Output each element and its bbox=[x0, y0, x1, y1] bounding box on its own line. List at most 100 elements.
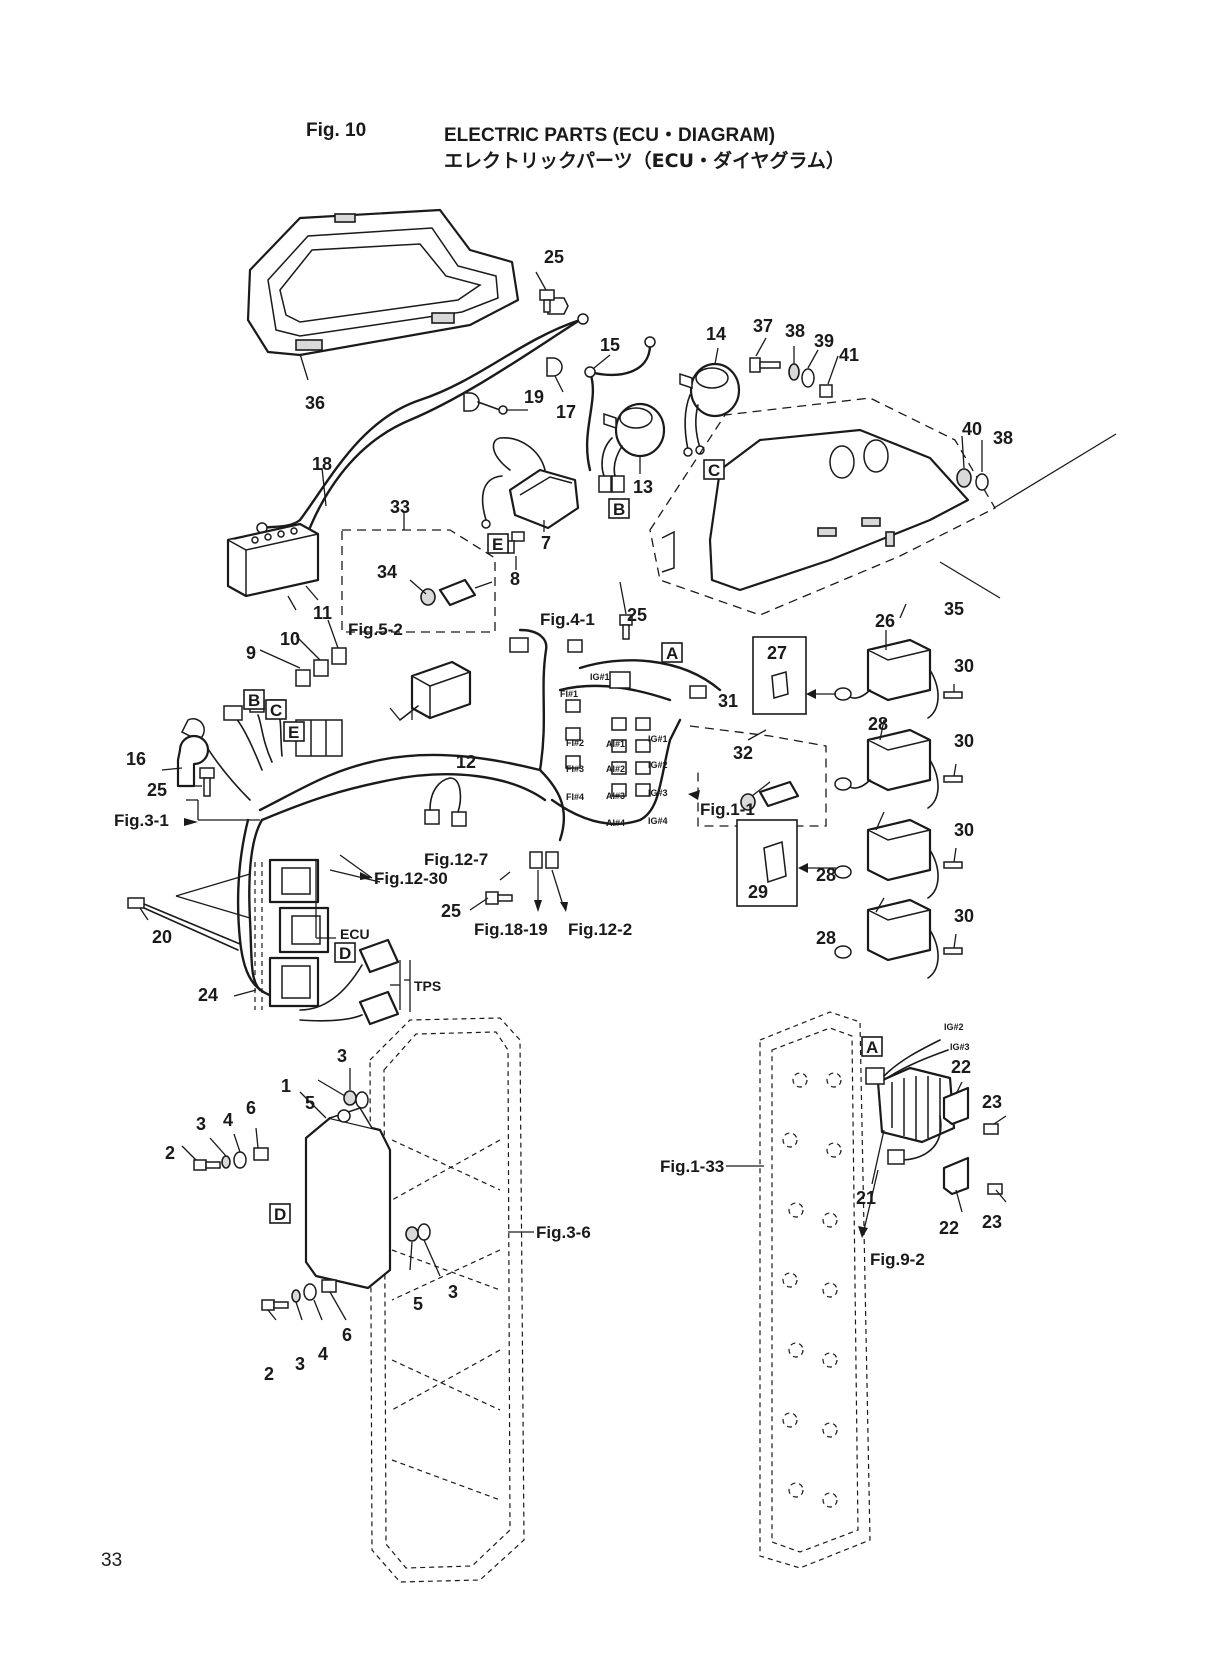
part-20-tie bbox=[127, 897, 241, 951]
letter-e-top: E bbox=[492, 535, 503, 554]
letter-d-bottom: D bbox=[274, 1205, 286, 1224]
letter-a-bottom: A bbox=[866, 1038, 878, 1057]
label-22-top: 22 bbox=[951, 1057, 971, 1077]
letter-d-ecu: D bbox=[339, 944, 351, 963]
part-25-bolt-top bbox=[539, 289, 555, 313]
label-6-top: 6 bbox=[246, 1098, 256, 1118]
label-30-a: 30 bbox=[954, 656, 974, 676]
ecu-connectors bbox=[254, 858, 400, 1026]
title-japanese: エレクトリックパーツ（ECU・ダイヤグラム） bbox=[444, 150, 845, 172]
label-5-top: 5 bbox=[305, 1093, 315, 1113]
label-15: 15 bbox=[600, 335, 620, 355]
tag-fi3: FI#3 bbox=[566, 764, 584, 774]
ref-fig12-2: Fig.12-2 bbox=[568, 920, 632, 939]
wire-tags: FI#1 FI#2 FI#3 FI#4 AI#1 AI#2 AI#3 AI#4 … bbox=[560, 672, 970, 1052]
parts-37-41-fasteners bbox=[749, 357, 989, 491]
letter-a-top: A bbox=[666, 644, 678, 663]
tag-fi2: FI#2 bbox=[566, 738, 584, 748]
part-31-group bbox=[689, 725, 827, 827]
label-23-bottom: 23 bbox=[982, 1212, 1002, 1232]
label-17: 17 bbox=[556, 402, 576, 422]
tag-ai4: AI#4 bbox=[606, 818, 625, 828]
part-13-relay bbox=[598, 402, 666, 493]
ignition-coils bbox=[834, 638, 963, 979]
label-10: 10 bbox=[280, 629, 300, 649]
ref-fig12-30: Fig.12-30 bbox=[374, 869, 448, 888]
label-30-c: 30 bbox=[954, 820, 974, 840]
label-tps: TPS bbox=[414, 978, 441, 994]
part-35-bracket bbox=[649, 397, 996, 616]
label-9: 9 bbox=[246, 643, 256, 663]
label-5-bottom: 5 bbox=[413, 1294, 423, 1314]
figure-number: Fig. 10 bbox=[306, 120, 367, 141]
label-16: 16 bbox=[126, 749, 146, 769]
part-33-group bbox=[341, 529, 496, 633]
title-english: ELECTRIC PARTS (ECU・DIAGRAM) bbox=[444, 125, 776, 146]
lower-left-block bbox=[193, 1017, 525, 1583]
label-23-top: 23 bbox=[982, 1092, 1002, 1112]
label-21: 21 bbox=[856, 1188, 876, 1208]
part-17-terminal bbox=[546, 357, 563, 377]
tag-fi1: FI#1 bbox=[560, 689, 578, 699]
part-19-terminal bbox=[463, 392, 508, 415]
letter-e-left: E bbox=[288, 723, 299, 742]
tag-ig3-right: IG#3 bbox=[950, 1042, 970, 1052]
label-14: 14 bbox=[706, 324, 726, 344]
letter-c-left: C bbox=[270, 701, 282, 720]
label-41: 41 bbox=[839, 345, 859, 365]
tag-ai3: AI#3 bbox=[606, 791, 625, 801]
label-36: 36 bbox=[305, 393, 325, 413]
main-harness bbox=[180, 628, 722, 1002]
label-35: 35 bbox=[944, 599, 964, 619]
label-26: 26 bbox=[875, 611, 895, 631]
part-8-bolt bbox=[507, 531, 525, 554]
tag-ig1: IG#1 bbox=[648, 734, 668, 744]
label-3-top: 3 bbox=[337, 1046, 347, 1066]
ref-fig5-2: Fig.5-2 bbox=[348, 620, 403, 639]
label-8: 8 bbox=[510, 569, 520, 589]
tag-ig2: IG#2 bbox=[648, 760, 668, 770]
label-19: 19 bbox=[524, 387, 544, 407]
label-24: 24 bbox=[198, 985, 218, 1005]
label-3-right: 3 bbox=[448, 1282, 458, 1302]
part-14-relay bbox=[679, 362, 741, 457]
tag-ai1: AI#1 bbox=[606, 739, 625, 749]
label-33: 33 bbox=[390, 497, 410, 517]
label-4-bottom: 4 bbox=[318, 1344, 328, 1364]
label-38-top: 38 bbox=[785, 321, 805, 341]
coil-26 bbox=[834, 638, 939, 719]
label-11: 11 bbox=[313, 603, 332, 623]
label-22-bottom: 22 bbox=[939, 1218, 959, 1238]
tag-fi4: FI#4 bbox=[566, 792, 584, 802]
figure-references: Fig.5-2 Fig.4-1 Fig.3-1 Fig.12-30 Fig.12… bbox=[114, 610, 925, 1269]
label-20: 20 bbox=[152, 927, 172, 947]
label-18: 18 bbox=[312, 454, 332, 474]
label-30-b: 30 bbox=[954, 731, 974, 751]
label-39: 39 bbox=[814, 331, 834, 351]
label-4-top: 4 bbox=[223, 1110, 233, 1130]
tag-ig4: IG#4 bbox=[648, 816, 668, 826]
label-2-bottom: 2 bbox=[264, 1364, 274, 1384]
letter-b-left: B bbox=[248, 691, 260, 710]
label-25-center: 25 bbox=[441, 901, 461, 921]
label-38-right: 38 bbox=[993, 428, 1013, 448]
part-15-wire bbox=[584, 336, 656, 472]
letter-c-top: C bbox=[708, 461, 720, 480]
tag-ai2: AI#2 bbox=[606, 764, 625, 774]
battery bbox=[226, 522, 320, 598]
label-28-a: 28 bbox=[868, 714, 888, 734]
part-25-bolts bbox=[199, 614, 633, 905]
connector-letter-boxes: A A B B C C D D E E bbox=[243, 459, 883, 1224]
ref-fig1-1: Fig.1-1 bbox=[700, 800, 755, 819]
label-2-top: 2 bbox=[165, 1143, 175, 1163]
label-32: 32 bbox=[733, 743, 753, 763]
coil-28c bbox=[834, 898, 939, 979]
part-12-relay bbox=[399, 660, 472, 721]
page-number: 33 bbox=[101, 1550, 123, 1571]
label-25-fig4: 25 bbox=[627, 605, 647, 625]
group-labels: ECU TPS bbox=[340, 926, 441, 1012]
label-29: 29 bbox=[748, 882, 768, 902]
part-16-terminal bbox=[176, 734, 210, 788]
part-7-sensor bbox=[481, 437, 580, 530]
